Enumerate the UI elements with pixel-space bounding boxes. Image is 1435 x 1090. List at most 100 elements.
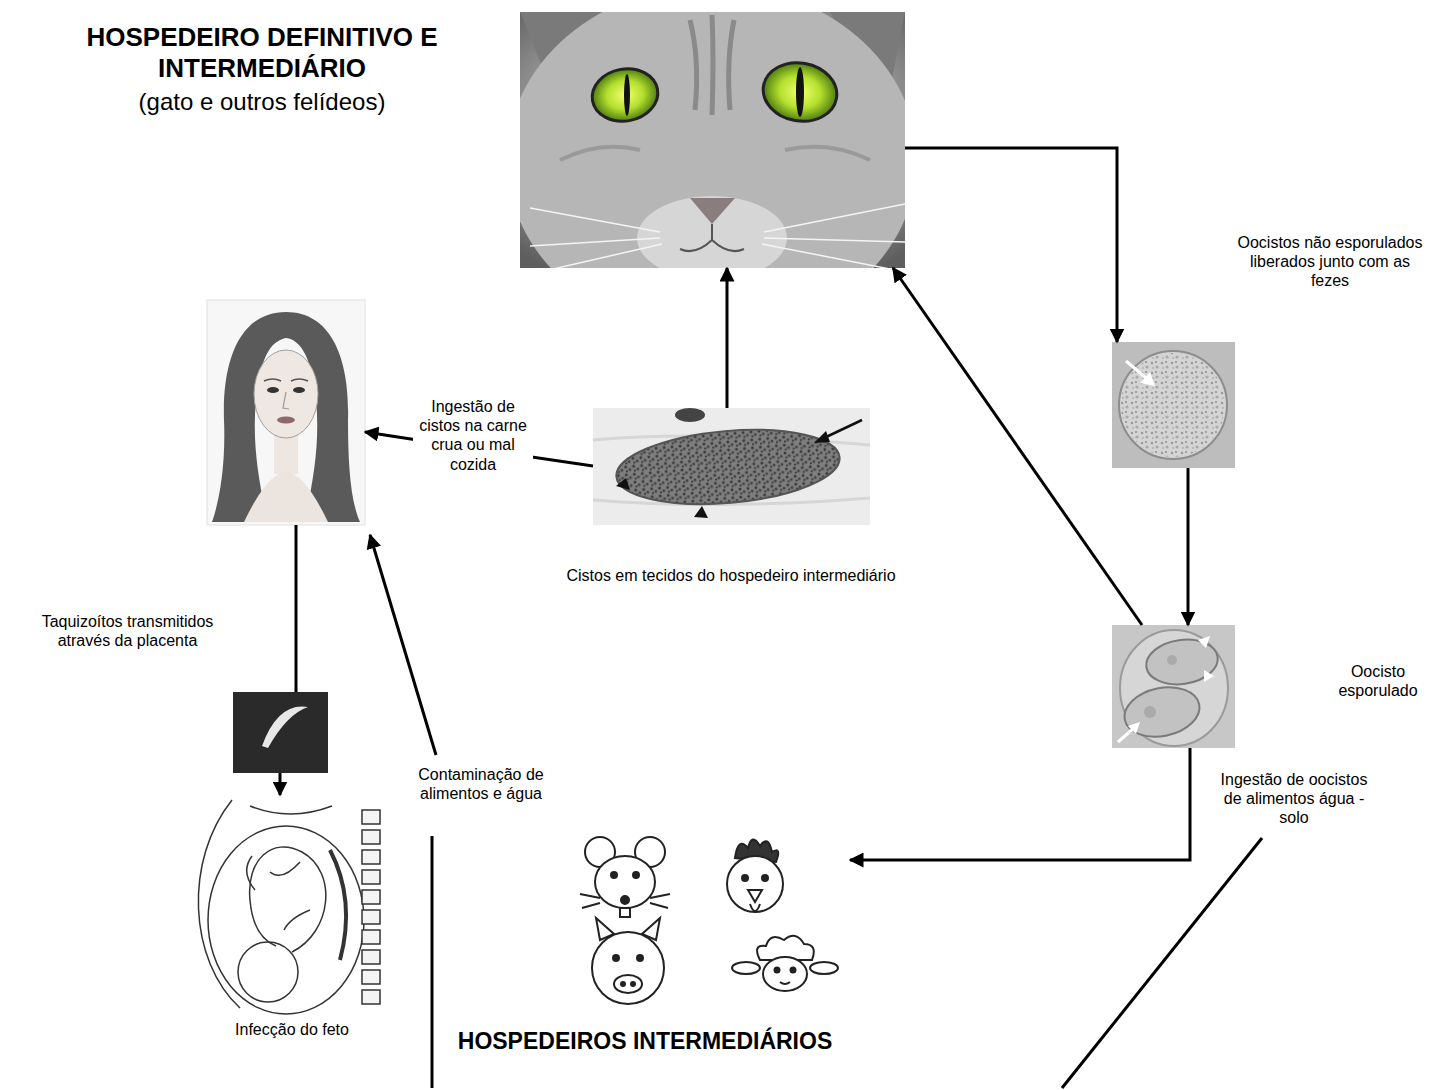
- cycle-arrow: [365, 432, 593, 466]
- sporulated-oocyst-picture: [1118, 728, 1134, 742]
- animals-drawing: [637, 955, 643, 961]
- animals-drawing: [732, 962, 760, 974]
- cat-picture: [690, 198, 735, 224]
- cat-picture: [520, 12, 905, 268]
- woman-portrait: [264, 379, 308, 381]
- contamination-route: [431, 836, 434, 1088]
- animals-drawing: [613, 955, 619, 961]
- fetus-drawing: [362, 870, 380, 884]
- tissue-cyst: Cistos em tecidos do hospedeiro intermed…: [593, 408, 870, 525]
- tachyzoite-picture: [233, 692, 328, 773]
- unsporulated-oocyst: Oocistos não esporulados liberados junto…: [1112, 342, 1235, 468]
- tissue-cyst-picture: [616, 478, 630, 490]
- woman-portrait: [293, 387, 305, 393]
- animals-drawing: [633, 872, 639, 878]
- tissue-cyst-picture: [814, 431, 830, 443]
- fetus-drawing: [208, 826, 364, 1014]
- fetus-drawing: [330, 850, 346, 960]
- animals-drawing: [614, 975, 642, 993]
- fetus-drawing: [198, 800, 380, 1014]
- sporulated-oocyst-picture: [1198, 636, 1210, 648]
- animals-drawing: [580, 837, 838, 1004]
- woman-portrait: [207, 300, 365, 525]
- cat-picture: [588, 64, 662, 127]
- woman-portrait: [267, 387, 279, 393]
- sporulated-oocyst-picture: [1112, 625, 1235, 748]
- cat-picture: [624, 74, 630, 116]
- cycle-arrow: [1187, 468, 1190, 625]
- cat-picture: [680, 224, 744, 251]
- animals-drawing: [580, 894, 670, 908]
- host-heading: HOSPEDEIRO DEFINITIVO E INTERMEDIÁRIO: [32, 22, 492, 84]
- unsporulated-oocyst-picture: [1112, 342, 1235, 468]
- cycle-arrow: [279, 773, 282, 795]
- animals-drawing: [595, 856, 655, 908]
- sporulated-oocyst-picture: [1120, 681, 1204, 744]
- contamination-route: [370, 535, 436, 755]
- fetus-drawing: [362, 850, 380, 864]
- woman-portrait: [283, 392, 289, 409]
- animals-drawing: [810, 962, 838, 974]
- tissue-cyst-picture: [613, 421, 842, 512]
- route-note: Ingestão de oocistos de alimentos água -…: [1212, 768, 1376, 830]
- animals-drawing: [621, 982, 625, 986]
- animals-drawing: [780, 982, 790, 984]
- animals-drawing: [748, 890, 762, 902]
- stage-caption: Taquizoítos transmitidos através da plac…: [40, 612, 215, 650]
- stage-caption: Oocistos não esporulados liberados junto…: [1230, 233, 1430, 291]
- cycle-arrow: [295, 525, 298, 692]
- contamination-route: [370, 535, 1262, 1088]
- cat-host: HOSPEDEIRO DEFINITIVO E INTERMEDIÁRIO(ga…: [520, 12, 905, 268]
- woman-portrait: [212, 312, 360, 522]
- fetus-drawing: [250, 847, 326, 952]
- sporulated-oocyst: Oocisto esporulado: [1112, 625, 1235, 748]
- fetus-drawing: [250, 806, 332, 814]
- stage-caption: Infecção do feto: [212, 1020, 372, 1039]
- cat-picture: [520, 12, 905, 268]
- stage-caption: Oocisto esporulado: [1328, 662, 1428, 700]
- contamination-route: [1062, 838, 1262, 1088]
- tissue-cyst-picture: [593, 408, 870, 525]
- unsporulated-oocyst-picture: [1121, 353, 1225, 457]
- cycle-arrow: [893, 268, 1142, 625]
- unsporulated-oocyst-picture: [1126, 361, 1146, 378]
- tissue-cyst-picture: [675, 408, 705, 422]
- unsporulated-oocyst-picture: [1119, 351, 1227, 459]
- fetus-drawing: [362, 830, 380, 844]
- tissue-cyst-picture: [593, 408, 870, 525]
- stage-caption: Cistos em tecidos do hospedeiro intermed…: [511, 566, 951, 585]
- intermediate-hosts: HOSPEDEIROS INTERMEDIÁRIOS: [580, 832, 850, 1015]
- fetus-drawing: [362, 990, 380, 1004]
- fetus-drawing: [362, 890, 380, 904]
- woman-portrait: [277, 417, 295, 424]
- animals-drawing: [742, 875, 748, 881]
- animals-drawing: [611, 872, 617, 878]
- fetus-drawing: [362, 810, 380, 824]
- tachyzoite-picture: [262, 706, 308, 748]
- cycle-arrow: [905, 148, 1117, 342]
- sporulated-oocyst-picture: [1143, 635, 1220, 689]
- unsporulated-oocyst-picture: [1140, 372, 1155, 386]
- animals-drawing: [750, 904, 760, 911]
- sporulated-oocyst-picture: [1167, 655, 1177, 665]
- host-subheading: (gato e outros felídeos): [62, 88, 462, 117]
- sporulated-oocyst-picture: [1204, 670, 1214, 682]
- fetus-drawing: [362, 910, 380, 924]
- cat-picture: [759, 57, 842, 127]
- sporulated-oocyst-picture: [1128, 722, 1140, 734]
- cat-picture: [560, 147, 870, 160]
- woman-portrait: [244, 472, 328, 522]
- animals-drawing: [620, 908, 630, 917]
- fetus-drawing: [362, 930, 380, 944]
- animals-drawing: [762, 875, 768, 881]
- sporulated-oocyst-picture: [1112, 625, 1235, 748]
- unsporulated-oocyst-picture: [1112, 342, 1235, 468]
- route-note: Contaminação de alimentos e água: [413, 763, 549, 805]
- animals-drawing: [763, 957, 807, 991]
- fetus: Infecção do feto: [195, 795, 390, 1012]
- cycle-arrow: [726, 268, 729, 408]
- sporulated-oocyst-picture: [1120, 630, 1228, 746]
